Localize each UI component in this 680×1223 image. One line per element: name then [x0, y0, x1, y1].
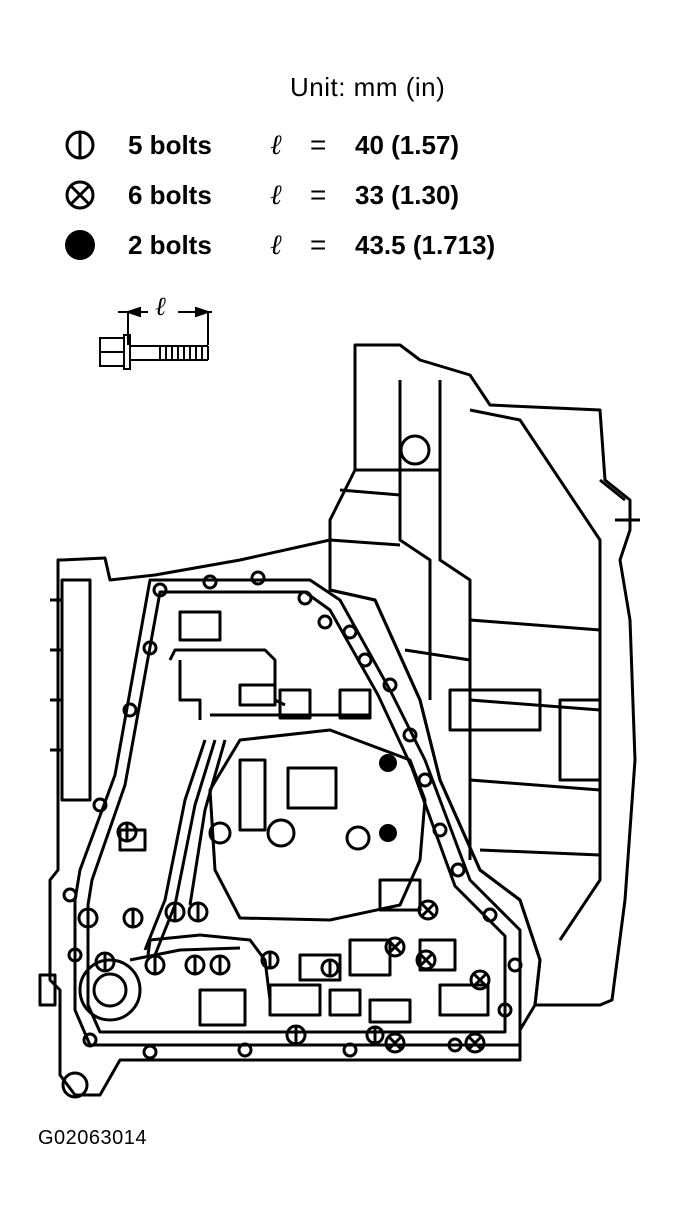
bolt-length-label: ℓ	[155, 292, 166, 322]
solid-circle-bolt-icon	[65, 230, 95, 260]
unit-label: Unit: mm (in)	[290, 72, 446, 102]
legend-value: 40 (1.57)	[355, 129, 460, 160]
left-housing-outline	[48, 538, 542, 1097]
transmission-case-outline	[328, 343, 637, 1007]
equals-sign: =	[310, 179, 327, 210]
legend-count: 6 bolts	[128, 179, 212, 210]
length-symbol: ℓ	[270, 128, 282, 161]
length-symbol: ℓ	[270, 178, 282, 211]
legend-row-2-bolts: 2 bolts ℓ = 43.5 (1.713)	[60, 225, 495, 265]
legend-count: 2 bolts	[128, 229, 212, 260]
legend-row-6-bolts: 6 bolts ℓ = 33 (1.30)	[60, 175, 459, 215]
legend-value: 33 (1.30)	[355, 179, 460, 210]
bolt-5-marks	[77, 821, 385, 1046]
valve-body-gasket	[73, 578, 522, 1047]
half-circle-bolt-icon	[65, 130, 95, 160]
legend-row-5-bolts: 5 bolts ℓ = 40 (1.57)	[60, 125, 459, 165]
equals-sign: =	[310, 229, 327, 260]
legend-value: 43.5 (1.713)	[355, 229, 496, 260]
center-valve-plate	[208, 728, 427, 922]
bolt-2-marks	[379, 754, 397, 842]
crossed-circle-bolt-icon	[65, 180, 95, 210]
length-symbol: ℓ	[270, 228, 282, 261]
bolt-6-marks	[384, 899, 491, 1054]
equals-sign: =	[310, 129, 327, 160]
legend-count: 5 bolts	[128, 129, 212, 160]
figure-code: G02063014	[38, 1127, 148, 1149]
